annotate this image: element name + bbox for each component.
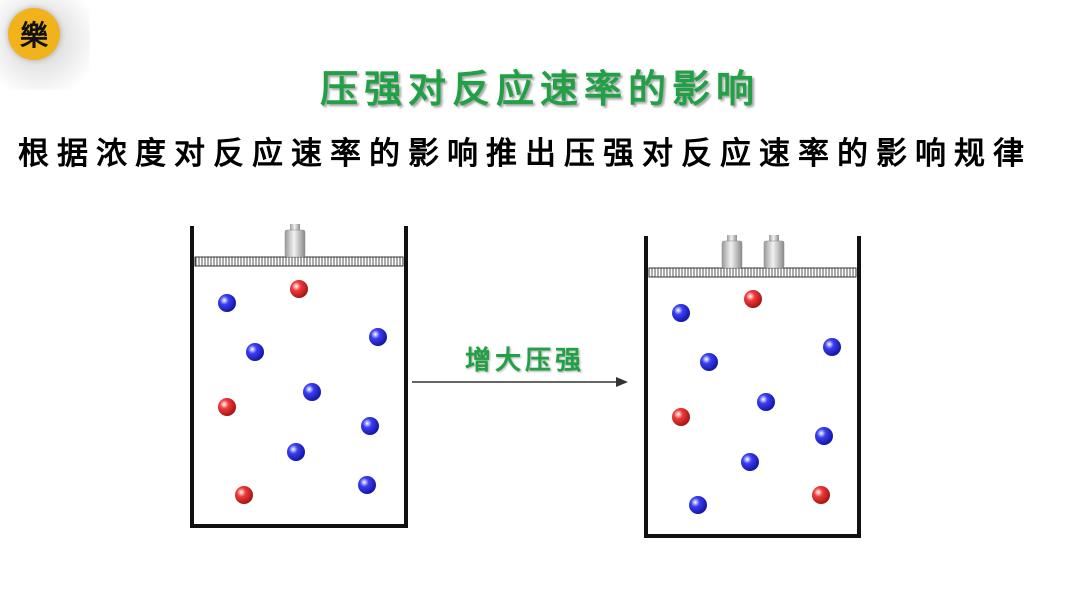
blue-molecule: [358, 476, 376, 494]
blue-molecule: [672, 304, 690, 322]
slide-title: 压强对反应速率的影响: [319, 66, 760, 111]
blue-molecule: [741, 453, 759, 471]
blue-molecule: [246, 343, 264, 361]
weight: [763, 235, 785, 269]
piston: [648, 267, 857, 278]
arrow-label: 增大压强: [464, 346, 585, 376]
container-after: [644, 235, 861, 538]
blue-molecule: [689, 496, 707, 514]
blue-molecule: [287, 443, 305, 461]
red-molecule: [744, 290, 762, 308]
arrow: [412, 377, 628, 387]
slide-subtitle: 根据浓度对反应速率的影响推出压强对反应速率的影响规律: [18, 136, 1032, 172]
logo: 樂: [8, 8, 60, 60]
container-before: [190, 224, 408, 528]
blue-molecule: [361, 417, 379, 435]
blue-molecule: [700, 353, 718, 371]
blue-molecule: [303, 383, 321, 401]
red-molecule: [290, 280, 308, 298]
logo-glyph: 樂: [19, 19, 48, 52]
red-molecule: [812, 486, 830, 504]
red-molecule: [235, 486, 253, 504]
blue-molecule: [757, 393, 775, 411]
weight: [284, 224, 306, 258]
blue-molecule: [369, 328, 387, 346]
red-molecule: [218, 398, 236, 416]
piston: [194, 256, 404, 267]
blue-molecule: [218, 294, 236, 312]
blue-molecule: [815, 427, 833, 445]
red-molecule: [672, 408, 690, 426]
weight: [721, 235, 743, 269]
blue-molecule: [823, 338, 841, 356]
